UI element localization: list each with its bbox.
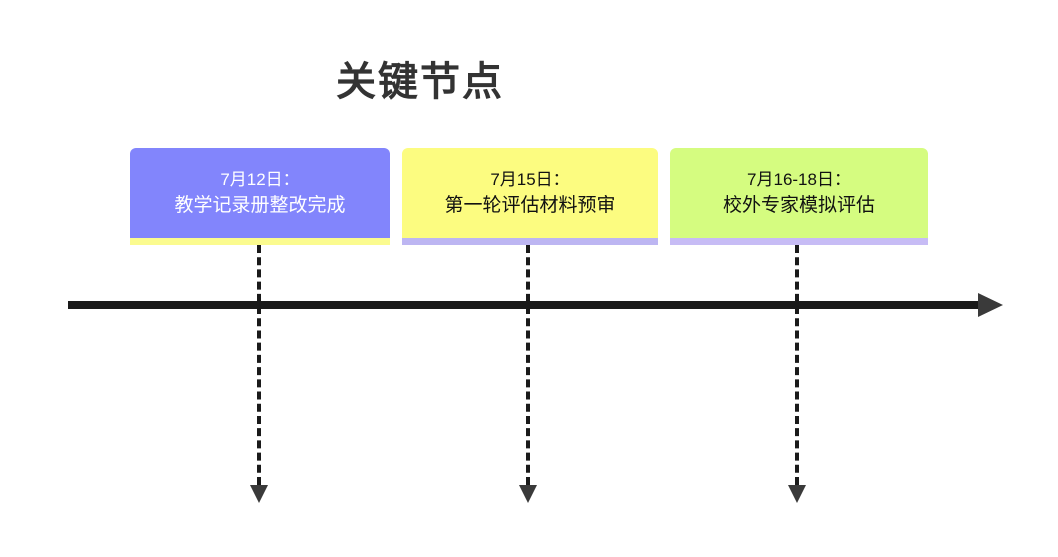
milestone-connector-arrowhead-icon bbox=[250, 485, 268, 503]
page-title: 关键节点 bbox=[336, 60, 504, 104]
milestone-connector-line bbox=[795, 245, 799, 485]
milestone-date: 7月12日： bbox=[220, 170, 300, 189]
milestone-connector-line bbox=[257, 245, 261, 485]
milestone-date: 7月16-18日： bbox=[747, 170, 851, 189]
milestone-connector-line bbox=[526, 245, 530, 485]
milestone-label: 校外专家模拟评估 bbox=[722, 195, 875, 216]
milestone-underbar bbox=[670, 238, 928, 245]
timeline-arrowhead-icon bbox=[978, 293, 1003, 317]
milestone-underbar bbox=[130, 238, 390, 245]
milestone-underbar bbox=[402, 238, 658, 245]
milestone-card[interactable]: 7月15日： 第一轮评估材料预审 bbox=[402, 148, 658, 238]
milestone-label: 第一轮评估材料预审 bbox=[444, 195, 616, 216]
milestone-date: 7月15日： bbox=[490, 170, 570, 189]
milestone-card[interactable]: 7月12日： 教学记录册整改完成 bbox=[130, 148, 390, 238]
milestone-card[interactable]: 7月16-18日： 校外专家模拟评估 bbox=[670, 148, 928, 238]
milestone-connector-arrowhead-icon bbox=[519, 485, 537, 503]
milestone-label: 教学记录册整改完成 bbox=[174, 195, 346, 216]
milestone-connector-arrowhead-icon bbox=[788, 485, 806, 503]
timeline-axis-line bbox=[68, 301, 978, 309]
